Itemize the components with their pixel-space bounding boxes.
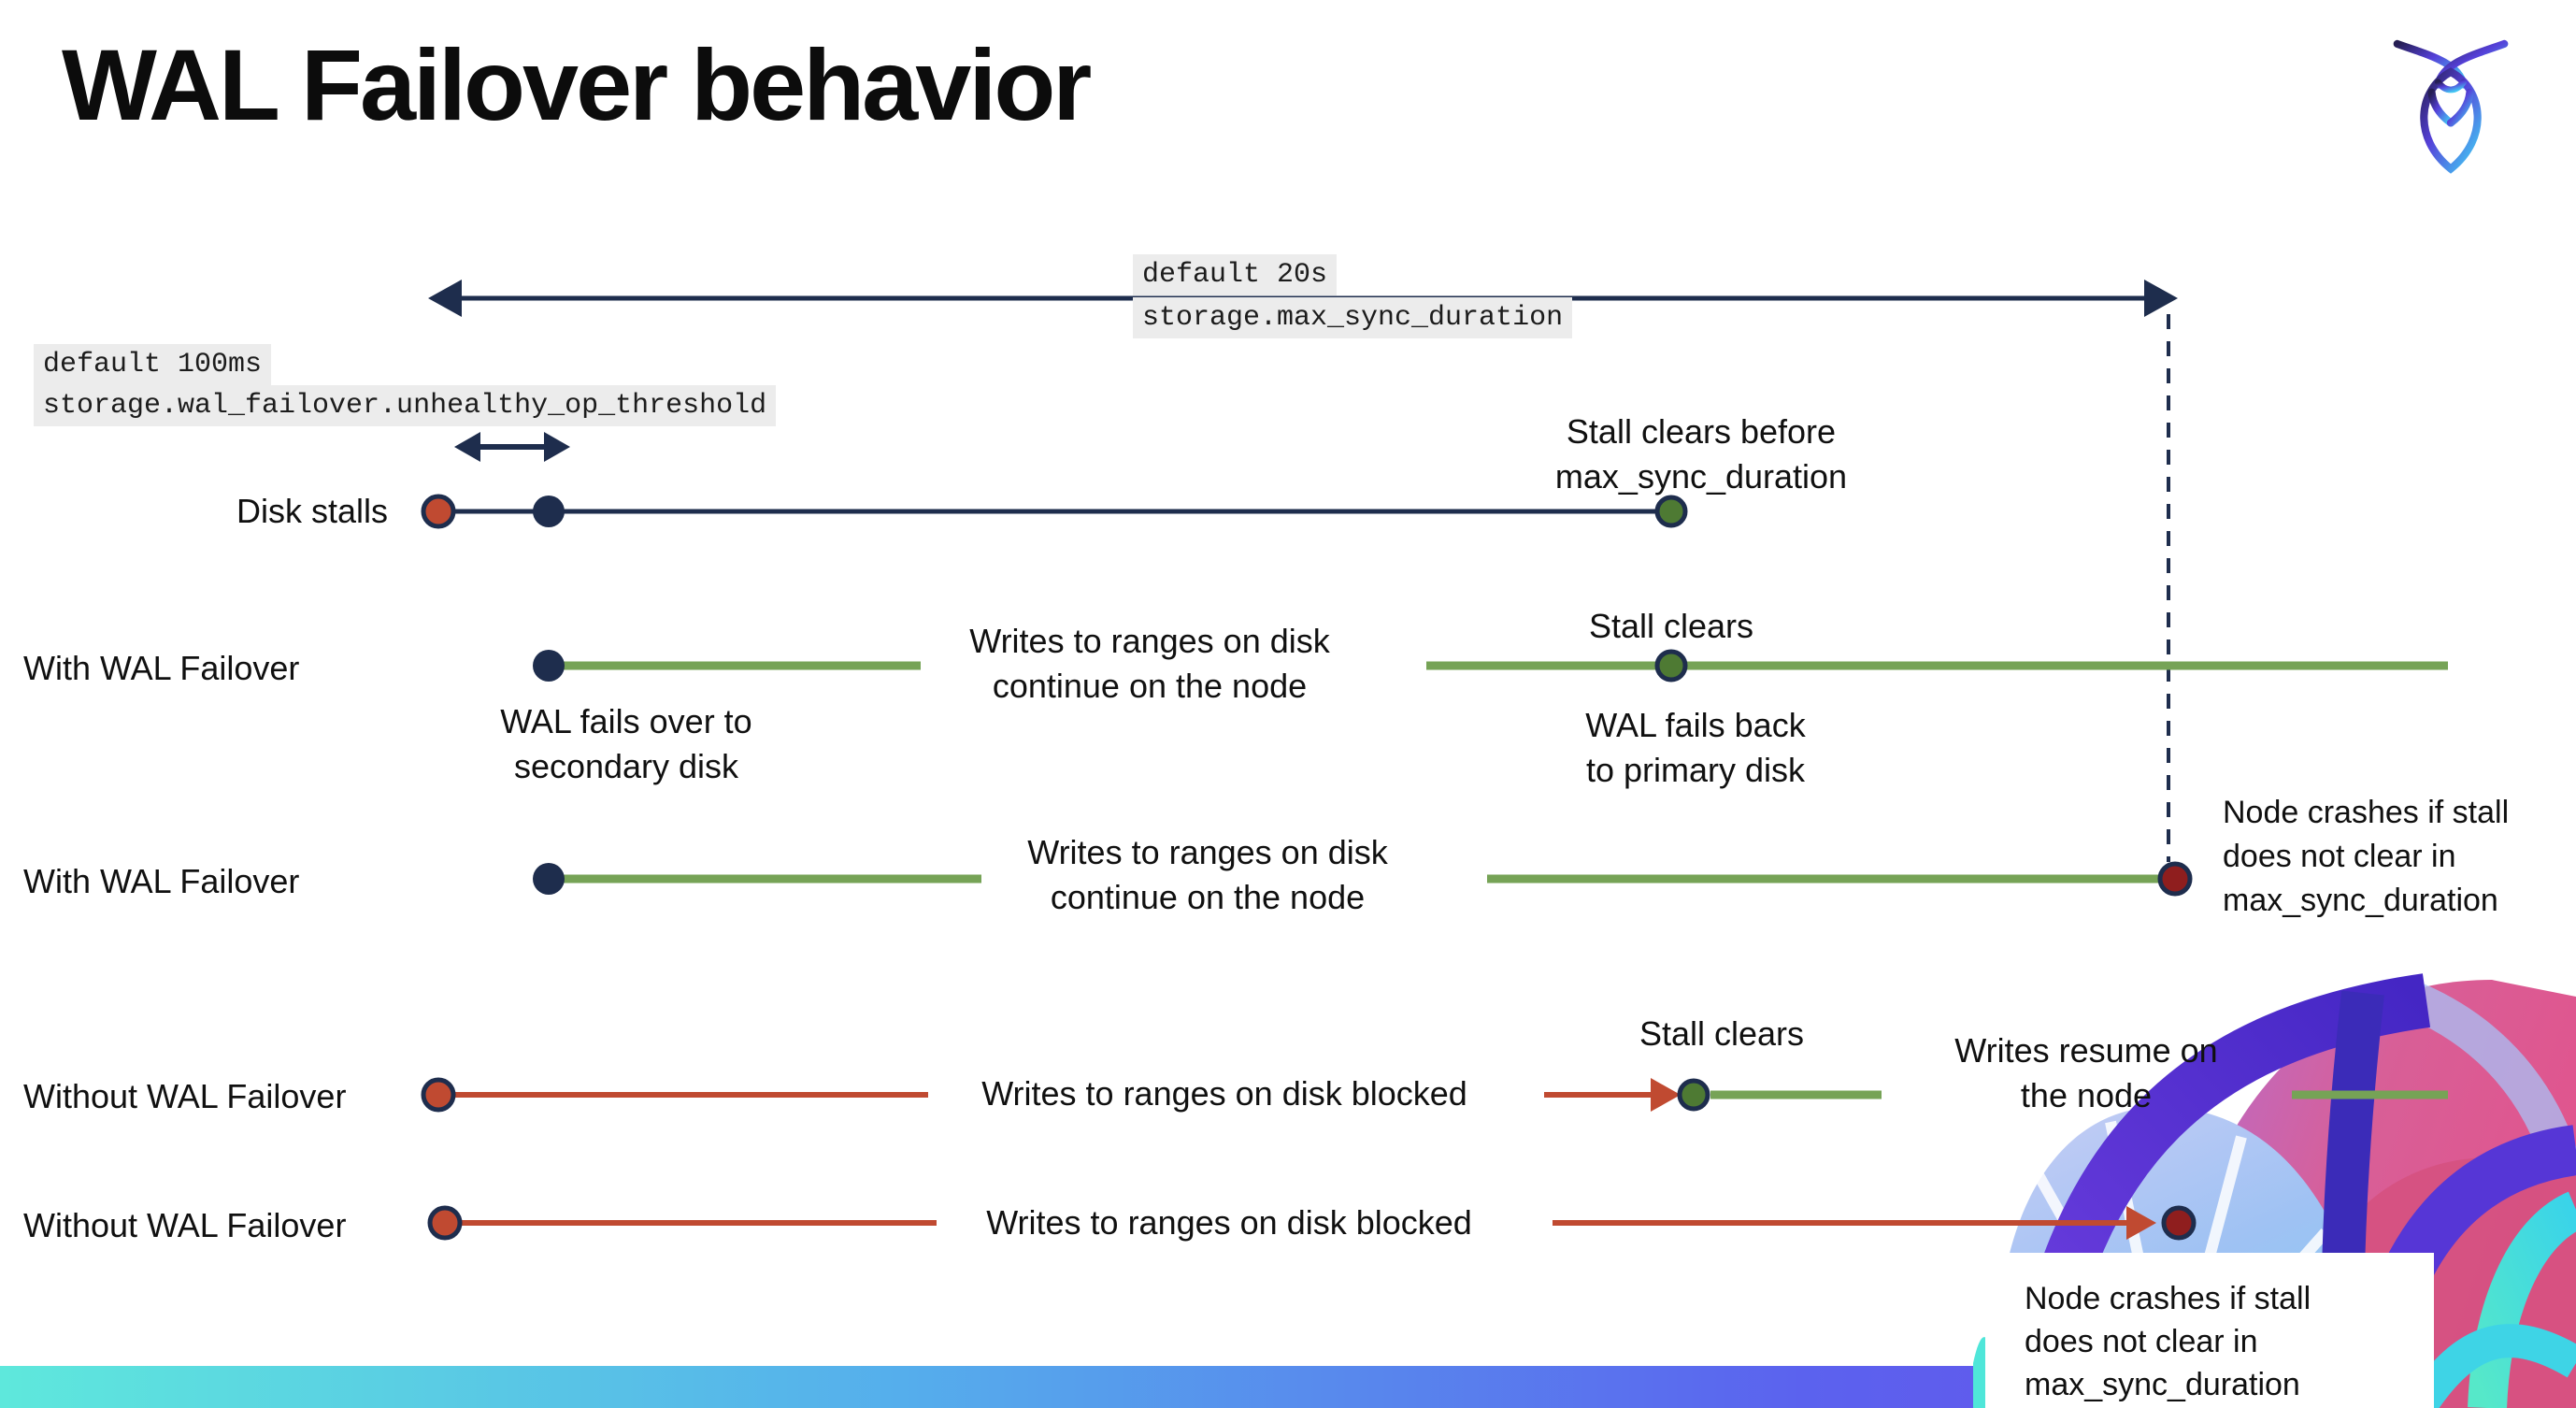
logo-head-notch	[2434, 79, 2468, 93]
row-label-without-wal-failover-2: Without WAL Failover	[23, 1206, 347, 1244]
annotation-wal-fails-back: WAL fails back to primary disk	[1585, 706, 1806, 789]
node-crash-callout: Node crashes if stall does not clear in …	[1985, 1253, 2434, 1408]
unhealthy-op-setting-label: storage.wal_failover.unhealthy_op_thresh…	[34, 385, 777, 426]
annotation-writes-resume: Writes resume on the node	[1954, 1031, 2218, 1114]
annotation-node-crashes-1: Node crashes if stall does not clear in …	[2223, 795, 2510, 918]
unhealthy-op-default-label: default 100ms	[34, 344, 272, 385]
node-crash-dot	[2157, 861, 2193, 897]
row-label-without-wal-failover-1: Without WAL Failover	[23, 1077, 347, 1115]
max-sync-default-label: default 20s	[1133, 254, 1338, 295]
max-sync-setting-label: storage.max_sync_duration	[1133, 297, 1573, 338]
arrowhead-left	[428, 280, 462, 317]
row-label-with-wal-failover-1: With WAL Failover	[23, 649, 300, 687]
annotation-stall-clears-1: Stall clears	[1588, 607, 1754, 645]
stall-start-dot	[421, 494, 456, 529]
unhealthy-op-threshold-arrow	[454, 432, 570, 462]
row-label-disk-stalls: Disk stalls	[236, 492, 388, 530]
art-cyan-arc-1	[2468, 1191, 2576, 1408]
timeline-row-no-failover-clears	[421, 1077, 2448, 1113]
stall-clear-dot	[1654, 649, 1688, 682]
blocked-arrowhead	[2126, 1206, 2156, 1240]
logo-branch-left	[2427, 88, 2455, 127]
row-label-with-wal-failover-2: With WAL Failover	[23, 862, 300, 900]
annotation-node-crashes-2: Node crashes if stall does not clear in …	[2025, 1281, 2311, 1402]
annotation-wal-fails-over: WAL fails over to secondary disk	[500, 702, 752, 785]
cockroachdb-logo-icon	[2393, 39, 2509, 174]
stall-start-dot	[427, 1205, 463, 1241]
threshold-dot	[533, 496, 565, 527]
timeline-row-no-failover-crash	[427, 1205, 2197, 1241]
stall-clear-dot	[1677, 1078, 1710, 1112]
annotation-stall-clears-before: Stall clears before max_sync_duration	[1554, 412, 1848, 496]
page-title: WAL Failover behavior	[62, 28, 1092, 141]
stall-clear-dot	[1654, 495, 1688, 528]
timeline-row-failover-crash	[533, 861, 2193, 897]
node-crash-dot	[2161, 1205, 2197, 1241]
annotation-stall-clears-2: Stall clears	[1639, 1014, 1805, 1053]
logo-branch-right	[2446, 88, 2474, 127]
annotation-writes-continue-1: Writes to ranges on disk continue on the…	[969, 622, 1330, 705]
annotation-writes-blocked-1: Writes to ranges on disk blocked	[981, 1074, 1467, 1113]
blocked-arrowhead	[1651, 1078, 1681, 1112]
annotation-writes-blocked-2: Writes to ranges on disk blocked	[986, 1203, 1472, 1242]
stall-start-dot	[421, 1077, 456, 1113]
logo-antenna-right	[2434, 39, 2509, 89]
timeline-row-disk-stalls	[421, 494, 1688, 529]
art-cyan-arc-2	[2404, 1324, 2576, 1408]
timeline-row-failover-clears	[533, 649, 2448, 682]
arrowhead-right	[2144, 280, 2178, 317]
failover-dot	[533, 863, 565, 895]
annotation-writes-continue-2: Writes to ranges on disk continue on the…	[1027, 833, 1388, 916]
failover-dot	[533, 650, 565, 682]
